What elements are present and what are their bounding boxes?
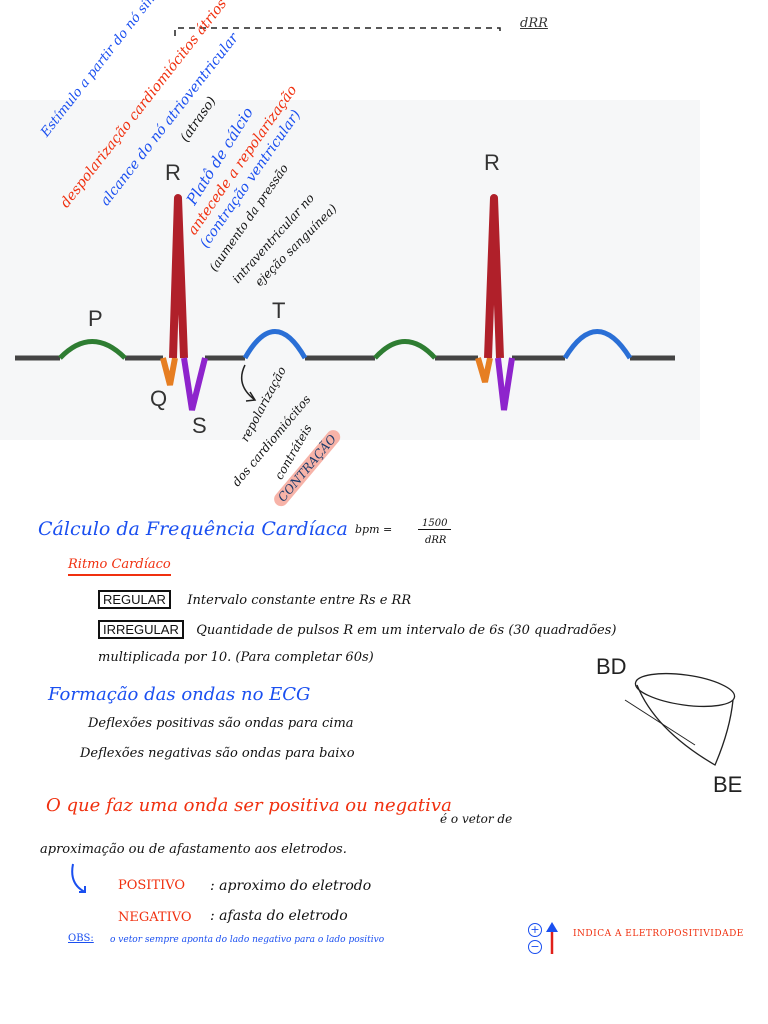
negative-label: NEGATIVO <box>118 910 192 925</box>
obs-text: o vetor sempre aponta do lado negativo p… <box>110 935 385 945</box>
irregular-text-2: multiplicada por 10. (Para completar 60s… <box>98 650 374 665</box>
heading-vector-cont: é o vetor de <box>440 812 513 826</box>
q-wave-2 <box>475 357 493 383</box>
p-wave <box>58 339 127 360</box>
heading-wave-formation: Formação das ondas no ECG <box>48 684 311 705</box>
label-t: T <box>272 298 286 323</box>
positive-deflections: Deflexões positivas são ondas para cima <box>88 716 354 731</box>
formula-denominator: dRR <box>425 535 447 546</box>
heading-vector: O que faz uma onda ser positiva ou negat… <box>46 795 452 816</box>
heading-heart-rate: Cálculo da Frequência Cardíaca <box>38 518 348 540</box>
cone-label-be: BE <box>713 772 743 797</box>
irregular-label: IRREGULAR <box>98 620 184 639</box>
label-p: P <box>88 306 103 331</box>
subheading-rhythm: Ritmo Cardíaco <box>68 557 171 576</box>
regular-label: REGULAR <box>98 590 171 609</box>
negative-text: : afasta do eletrodo <box>210 908 348 924</box>
label-s: S <box>192 413 207 438</box>
r-wave-2 <box>484 194 504 359</box>
drr-interval-line <box>174 27 501 36</box>
cone-label-bd: BD <box>596 654 627 679</box>
minus-icon: − <box>528 940 542 954</box>
irregular-text: Quantidade de pulsos R em um intervalo d… <box>196 623 617 638</box>
regular-row: REGULAR Intervalo constante entre Rs e R… <box>98 590 412 609</box>
curved-arrow-icon <box>71 863 86 893</box>
label-r: R <box>165 160 181 185</box>
q-wave <box>160 357 178 386</box>
formula-numerator: 1500 <box>418 518 452 530</box>
obs-label: OBS: <box>68 933 94 944</box>
regular-text: Intervalo constante entre Rs e RR <box>187 593 412 608</box>
irregular-row: IRREGULAR Quantidade de pulsos R em um i… <box>98 620 617 639</box>
approach-line: aproximação ou de afastamento aos eletro… <box>40 842 347 857</box>
formula-lhs: bpm = <box>355 523 393 536</box>
diagram-background <box>0 100 700 440</box>
label-r-2: R <box>484 150 500 175</box>
positive-text: : aproximo do eletrodo <box>210 878 372 894</box>
positive-label: POSITIVO <box>118 878 186 893</box>
t-wave-2 <box>562 329 633 360</box>
r-wave <box>169 194 188 359</box>
pointer-arrow <box>240 364 257 402</box>
p-wave-2 <box>373 339 437 360</box>
electropositivity-note: INDICA A ELETROPOSITIVIDADE <box>573 929 744 939</box>
s-wave <box>181 357 208 411</box>
ecg-diagram <box>0 27 700 440</box>
heart-cone-sketch <box>624 672 736 766</box>
s-wave-2 <box>495 357 515 411</box>
up-arrow-icon <box>546 922 558 954</box>
t-wave <box>242 329 308 360</box>
negative-deflections: Deflexões negativas são ondas para baixo <box>80 746 355 761</box>
label-q: Q <box>150 386 168 411</box>
label-drr: dRR <box>520 16 548 31</box>
plus-icon: + <box>528 923 542 937</box>
